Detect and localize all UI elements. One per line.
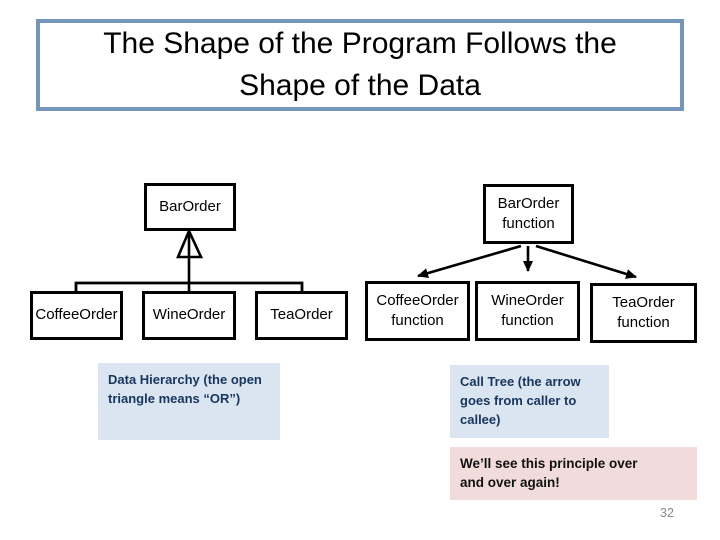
caller-arrow-right [535, 244, 637, 279]
data-hierarchy-caption: Data Hierarchy (the open triangle means … [98, 363, 280, 440]
title-box: The Shape of the Program Follows the Sha… [36, 19, 684, 111]
open-triangle-or-icon [176, 227, 204, 259]
data-tree-root-node: BarOrder [144, 183, 236, 231]
data-tree-child-node: CoffeeOrder [30, 291, 123, 340]
page-number: 32 [660, 506, 674, 520]
call-tree-child-node: WineOrder function [475, 281, 580, 341]
call-tree-child-node: CoffeeOrder function [365, 281, 470, 341]
call-tree-child-node: TeaOrder function [590, 283, 697, 343]
data-tree-child-node: WineOrder [142, 291, 236, 340]
call-tree-root-node: BarOrder function [483, 184, 574, 244]
slide-title: The Shape of the Program Follows the Sha… [103, 27, 617, 102]
call-tree-caption: Call Tree (the arrow goes from caller to… [450, 365, 609, 438]
caller-arrow-left [417, 244, 522, 279]
principle-note: We’ll see this principle over and over a… [450, 447, 697, 500]
data-tree-child-node: TeaOrder [255, 291, 348, 340]
